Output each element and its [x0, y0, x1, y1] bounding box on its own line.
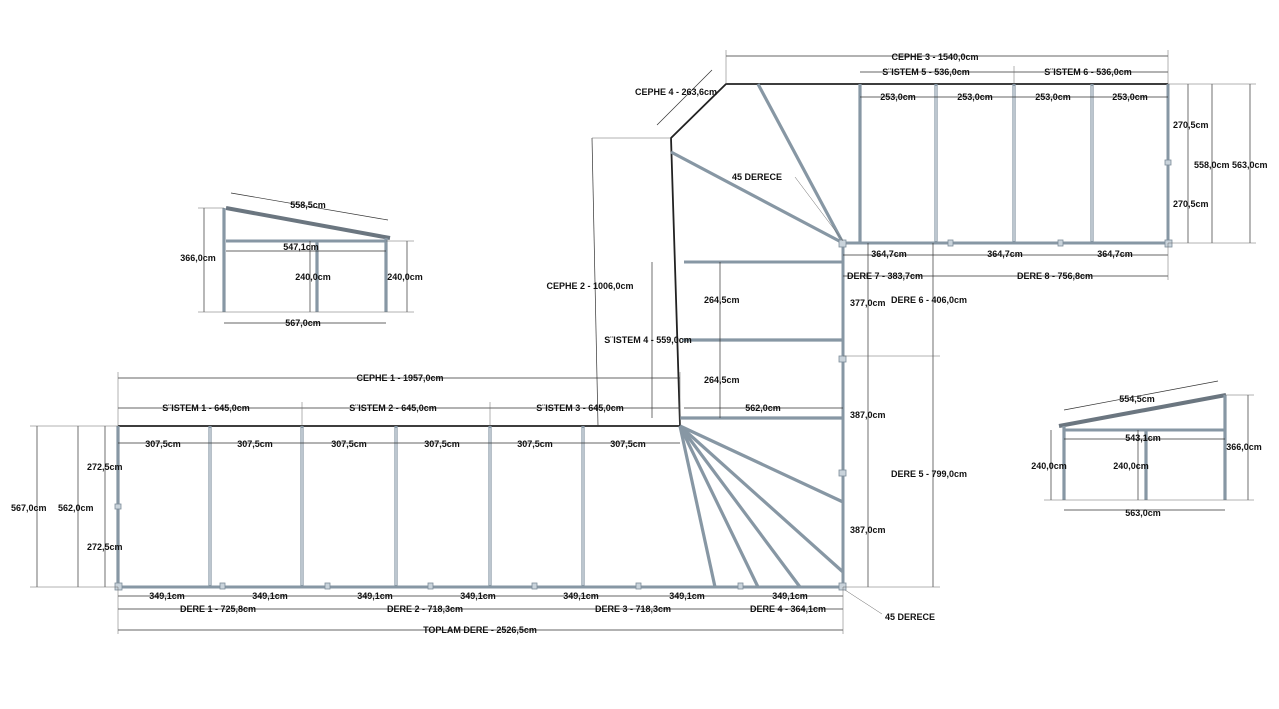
post-spacing: 364,7cm [871, 249, 907, 259]
sistem-5-label: S¨ISTEM 5 - 536,0cm [882, 67, 970, 77]
mid-post-height: 387,0cm [850, 525, 886, 535]
post-spacing: 349,1cm [460, 591, 496, 601]
plan-frame [114, 83, 1173, 591]
bay-width: 253,0cm [880, 92, 916, 102]
post-spacing: 349,1cm [252, 591, 288, 601]
post-spacing: 349,1cm [772, 591, 808, 601]
post-spacing: 349,1cm [669, 591, 705, 601]
post-spacing: 349,1cm [149, 591, 185, 601]
post-spacing: 364,7cm [987, 249, 1023, 259]
section-b-width: 563,0cm [1125, 508, 1161, 518]
section-b-height-left: 240,0cm [1031, 461, 1067, 471]
sistem-1-label: S¨ISTEM 1 - 645,0cm [162, 403, 250, 413]
cephe-4-label: CEPHE 4 - 263,6cm [635, 87, 717, 97]
bay-width: 253,0cm [1035, 92, 1071, 102]
right-height-total: 563,0cm [1232, 160, 1268, 170]
section-a-slope: 558,5cm [290, 200, 326, 210]
angle-label-bottom: 45 DERECE [885, 612, 935, 622]
post-spacing: 364,7cm [1097, 249, 1133, 259]
section-b-height-right: 366,0cm [1226, 442, 1262, 452]
bay-width: 253,0cm [957, 92, 993, 102]
section-a-width: 567,0cm [285, 318, 321, 328]
section-b: 554,5cm 543,1cm 240,0cm 240,0cm 366,0cm … [1031, 380, 1262, 518]
section-b-slope: 554,5cm [1119, 394, 1155, 404]
dere-4-label: DERE 4 - 364,1cm [750, 604, 826, 614]
left-height-total: 567,0cm [11, 503, 47, 513]
post [114, 582, 123, 591]
dere-5-label: DERE 5 - 799,0cm [891, 469, 967, 479]
left-height: 562,0cm [58, 503, 94, 513]
total-dere-label: TOPLAM DERE - 2526,5cm [423, 625, 537, 635]
middle-width: 562,0cm [745, 403, 781, 413]
section-a-height-right: 240,0cm [387, 272, 423, 282]
bay-width: 307,5cm [424, 439, 460, 449]
mid-bay-height: 264,5cm [704, 295, 740, 305]
sistem-6-label: S¨ISTEM 6 - 536,0cm [1044, 67, 1132, 77]
angle-label-top: 45 DERECE [732, 172, 782, 182]
cephe-1-label: CEPHE 1 - 1957,0cm [356, 373, 443, 383]
sistem-2-label: S¨ISTEM 2 - 645,0cm [349, 403, 437, 413]
section-b-height-mid: 240,0cm [1113, 461, 1149, 471]
mid-post-height: 377,0cm [850, 298, 886, 308]
sistem-3-label: S¨ISTEM 3 - 645,0cm [536, 403, 624, 413]
mid-post-height: 387,0cm [850, 410, 886, 420]
bay-width: 253,0cm [1112, 92, 1148, 102]
sistem-4-label: S¨ISTEM 4 - 559,0cm [604, 335, 692, 345]
right-height: 558,0cm [1194, 160, 1230, 170]
section-a-height-mid: 240,0cm [295, 272, 331, 282]
dere-7-label: DERE 7 - 383,7cm [847, 271, 923, 281]
section-a-height-left: 366,0cm [180, 253, 216, 263]
right-half-height: 270,5cm [1173, 120, 1209, 130]
post-spacing: 349,1cm [357, 591, 393, 601]
plan-labels: CEPHE 1 - 1957,0cm CEPHE 2 - 1006,0cm CE… [11, 52, 1268, 635]
dere-2-label: DERE 2 - 718,3cm [387, 604, 463, 614]
bay-width: 307,5cm [517, 439, 553, 449]
cephe-3-label: CEPHE 3 - 1540,0cm [891, 52, 978, 62]
section-b-span: 543,1cm [1125, 433, 1161, 443]
left-half-height: 272,5cm [87, 542, 123, 552]
section-a-span: 547,1cm [283, 242, 319, 252]
cephe-2-label: CEPHE 2 - 1006,0cm [546, 281, 633, 291]
bay-width: 307,5cm [610, 439, 646, 449]
bay-width: 307,5cm [145, 439, 181, 449]
post-spacing: 349,1cm [563, 591, 599, 601]
section-a: 558,5cm 547,1cm 240,0cm 240,0cm 366,0cm … [180, 192, 423, 328]
right-half-height: 270,5cm [1173, 199, 1209, 209]
dere-6-label: DERE 6 - 406,0cm [891, 295, 967, 305]
dere-3-label: DERE 3 - 718,3cm [595, 604, 671, 614]
dere-1-label: DERE 1 - 725,8cm [180, 604, 256, 614]
bay-width: 307,5cm [331, 439, 367, 449]
bay-width: 307,5cm [237, 439, 273, 449]
dimension-lines [30, 50, 1256, 634]
left-half-height: 272,5cm [87, 462, 123, 472]
mid-bay-height: 264,5cm [704, 375, 740, 385]
dere-8-label: DERE 8 - 756,8cm [1017, 271, 1093, 281]
